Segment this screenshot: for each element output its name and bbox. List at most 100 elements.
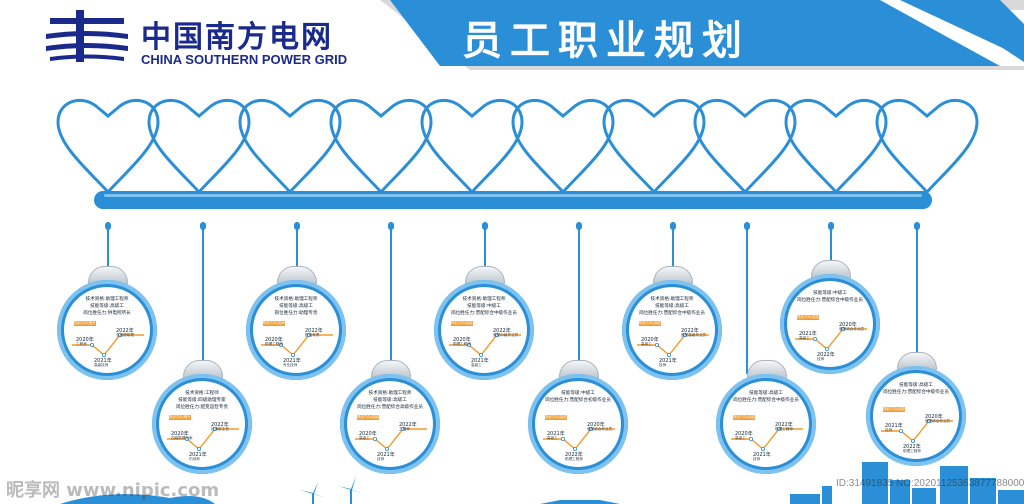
career-path-line: [167, 427, 239, 452]
plan-direction-tag: 规划方向(技能类): [639, 321, 666, 326]
milestone-note: 内训师: [189, 457, 200, 461]
card-line: 技术资格:工程师: [185, 391, 219, 396]
milestone-year: 2021年: [189, 452, 207, 458]
hearts-garland: [56, 99, 979, 209]
plan-direction-tag: 规划方向(技能类): [733, 415, 760, 420]
card-line: 岗位胜任力:配变运检专责: [175, 405, 229, 410]
career-card: 技能等级:中级工岗位胜任力:营配综合初级作业员规划方向(技能类)2020年营配综…: [528, 374, 628, 474]
string-clip-icon: [576, 222, 582, 230]
career-path-line: [543, 427, 615, 452]
milestone-dot: [197, 447, 202, 452]
milestone-year: 2021年: [885, 423, 903, 429]
milestone-dot: [118, 333, 123, 338]
milestone-dot: [898, 429, 903, 434]
milestone-year: 2022年: [305, 328, 323, 334]
milestone-note: 高级工: [547, 436, 558, 440]
milestone-note: 助理工程师: [265, 342, 283, 346]
watermark-right: ID:31491835 NO:20201125363877788000: [836, 478, 1024, 489]
career-path-line: [355, 427, 427, 452]
card-line: 岗位胜任力:营配综合中级作业员: [639, 311, 705, 316]
milestone-note: 技师: [659, 363, 667, 367]
hanging-string: [296, 222, 298, 280]
milestone-note: 营配综合作业员: [587, 427, 613, 431]
string-clip-icon: [744, 222, 750, 230]
milestone-note: 配电专责: [305, 333, 320, 337]
milestone-year: 2021年: [799, 331, 817, 337]
card-line: 技能等级:高级工: [655, 304, 689, 309]
milestone-dot: [761, 447, 766, 452]
heart-outline: [693, 99, 797, 195]
plan-direction-label: 规划方向(技能类): [451, 321, 478, 325]
hanging-string: [830, 222, 832, 274]
hanging-string: [672, 222, 674, 280]
milestone-dot: [911, 439, 916, 444]
milestone-dot: [654, 343, 659, 348]
milestone-note: 营配高级作业员: [681, 333, 707, 337]
plan-direction-label: 规划方向(晋升): [169, 415, 192, 419]
plan-direction-tag: 规划方向(技能类): [451, 321, 478, 326]
watermark-left: 昵享网 www.nipic.com: [6, 480, 220, 501]
card-face: 技能等级:高级工岗位胜任力:营配综合中级作业员规划方向(技能类)2020年营配综…: [873, 373, 959, 459]
card-face: 技能等级:高级工岗位胜任力:营配综合中级作业员规划方向(技能类)2022年助理工…: [723, 381, 809, 467]
plan-direction-label: 规划方向(技能类): [639, 321, 666, 325]
milestone-year: 2022年: [493, 328, 511, 334]
milestone-year: 2022年: [903, 444, 921, 450]
milestone-note: 工程师: [399, 427, 410, 431]
career-path-line: [72, 333, 144, 358]
heart-outline: [56, 99, 160, 195]
milestone-note: 营配中级作业员: [493, 333, 519, 337]
milestone-year: 2022年: [565, 452, 583, 458]
milestone-year: 2021年: [283, 358, 301, 364]
card-line: 岗位胜任力:营配综合中级作业员: [451, 311, 517, 316]
rod-highlight: [104, 194, 922, 197]
grid-logo-icon: [46, 10, 128, 62]
milestone-dot: [495, 333, 500, 338]
card-line: 技能等级:高级工: [749, 391, 783, 396]
milestone-dot: [825, 347, 830, 352]
plan-direction-label: 规划方向(技术类): [263, 321, 290, 325]
career-path-line: [881, 419, 953, 444]
milestone-note: 技师: [377, 457, 385, 461]
career-path-line: [261, 333, 333, 358]
milestone-dot: [927, 419, 932, 424]
card-face: 技术资格:助理工程师技能等级:中级工岗位胜任力:营配综合中级作业员规划方向(技能…: [441, 287, 527, 373]
plan-direction-label: 规划方向(技能类): [733, 415, 760, 419]
brand-name-cn: 中国南方电网: [141, 20, 333, 55]
milestone-year: 2020年: [453, 337, 471, 343]
card-face: 技术资格:助理工程师技能等级:高级工岗位胜任力:营配综合中级作业员规划方向(技能…: [629, 287, 715, 373]
milestone-note: 营配综合作业员: [925, 419, 951, 423]
milestone-note: 总经理助理: [116, 333, 134, 337]
string-clip-icon: [388, 222, 394, 230]
career-card: 技术资格:助理工程师技能等级:高级工岗位胜任力:供电所所长规划方向(晋升)202…: [57, 280, 157, 380]
hanging-string: [578, 222, 580, 374]
career-card: 技术资格:助理工程师技能等级:高级工岗位胜任力:助理专责规划方向(技术类)202…: [246, 280, 346, 380]
career-card: 技术资格:助理工程师技能等级:高级工岗位胜任力:营配综合高级作业员规划方向(技能…: [340, 374, 440, 474]
milestone-year: 2022年: [399, 422, 417, 428]
milestone-year: 2020年: [359, 431, 377, 437]
card-line: 岗位胜任力:营配综合中级作业员: [733, 398, 799, 403]
page-title: 员工职业规划: [462, 17, 750, 64]
plan-direction-tag: 规划方向(技能类): [797, 315, 824, 320]
career-card: 技术资格:助理工程师技能等级:中级工岗位胜任力:营配综合中级作业员规划方向(技能…: [434, 280, 534, 380]
milestone-year: 2020年: [641, 337, 659, 343]
milestone-note: 专业技师: [283, 363, 298, 367]
milestone-dot: [291, 353, 296, 358]
card-face: 技能等级:中级工岗位胜任力:营配综合中级作业员规划方向(技能类)2020年营配综…: [787, 281, 873, 367]
card-face: 技术资格:助理工程师技能等级:高级工岗位胜任力:营配综合高级作业员规划方向(技能…: [347, 381, 433, 467]
plan-direction-label: 规划方向(技能类): [797, 315, 824, 319]
card-face: 技术资格:助理工程师技能等级:高级工岗位胜任力:助理专责规划方向(技术类)202…: [253, 287, 339, 373]
string-clip-icon: [914, 222, 920, 230]
milestone-year: 2021年: [753, 452, 771, 458]
string-clip-icon: [670, 222, 676, 230]
career-card: 技术资格:工程师技能等级:四级助理专家岗位胜任力:配变运检专责规划方向(晋升)2…: [152, 374, 252, 474]
plan-direction-tag: 规划方向(技能类): [545, 415, 571, 420]
milestone-dot: [777, 427, 782, 432]
milestone-note: 工程师: [76, 342, 87, 346]
card-face: 技能等级:中级工岗位胜任力:营配综合初级作业员规划方向(技能类)2020年营配综…: [535, 381, 621, 467]
plan-direction-label: 规划方向(晋升): [74, 321, 97, 325]
career-card: 技术资格:助理工程师技能等级:高级工岗位胜任力:营配综合中级作业员规划方向(技能…: [622, 280, 722, 380]
card-line: 技能等级:高级工: [90, 304, 124, 309]
hanging-string: [746, 222, 748, 374]
heart-outline: [511, 99, 615, 195]
milestone-dot: [89, 343, 94, 348]
